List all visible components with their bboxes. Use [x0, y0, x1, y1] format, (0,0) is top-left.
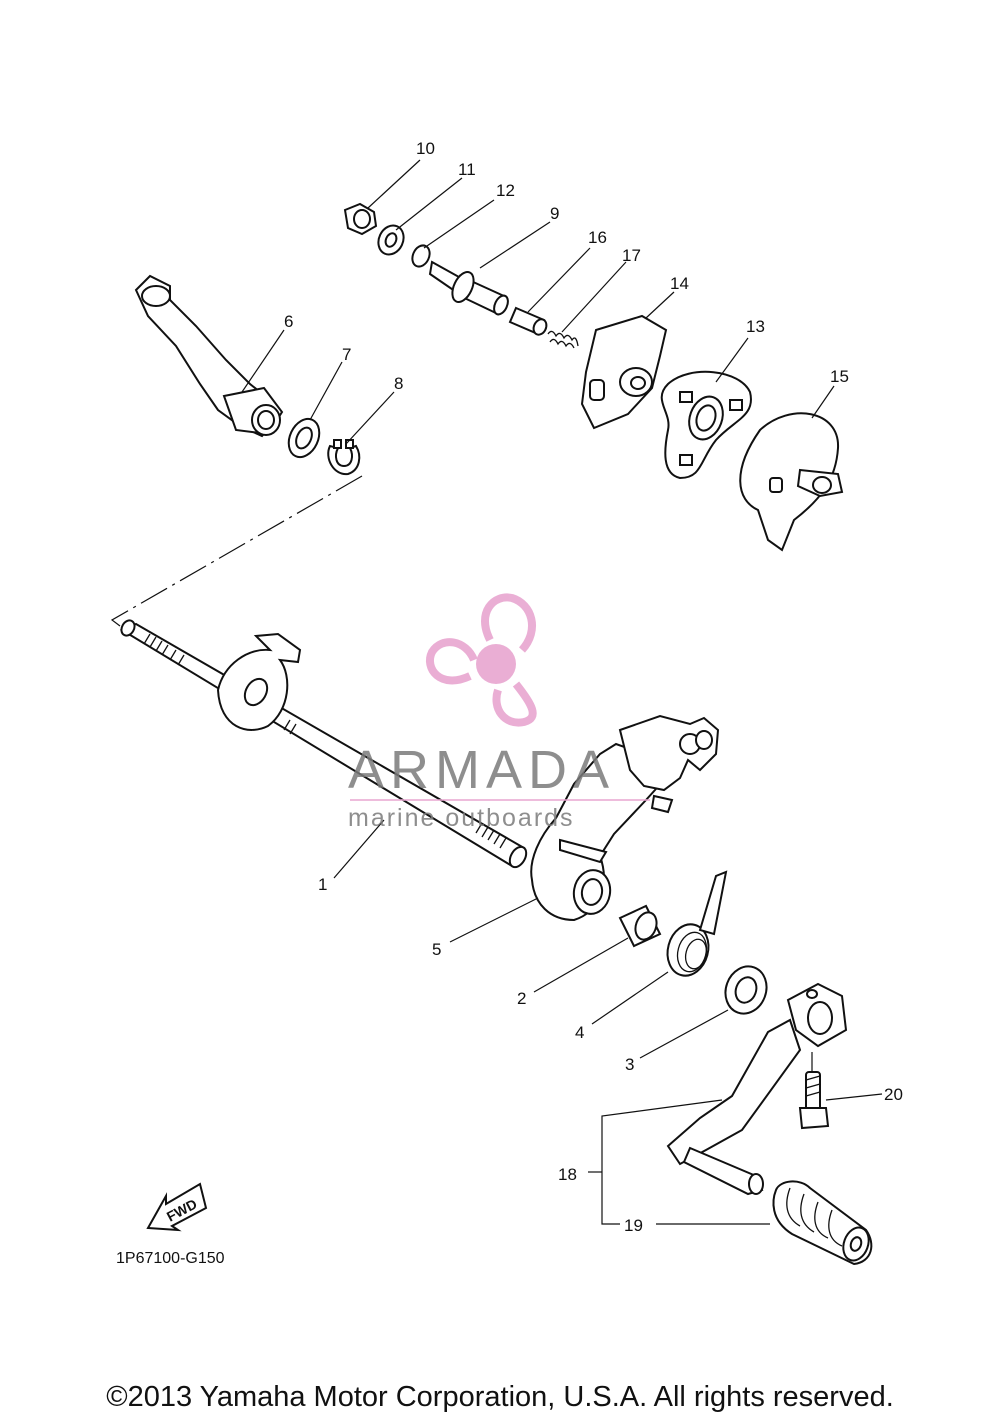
- callout-3: 3: [625, 1055, 634, 1074]
- leader-lines: [241, 159, 883, 1225]
- callout-15: 15: [830, 367, 849, 386]
- propeller-logo-icon: [426, 593, 537, 727]
- part-7-washer: [287, 417, 321, 459]
- part-11-washer: [377, 224, 405, 256]
- part-1-shift-shaft: [119, 619, 528, 869]
- diagram-code: 1P67100-G150: [116, 1250, 225, 1267]
- callout-14: 14: [670, 274, 689, 293]
- armada-watermark: ARMADA marine outboards: [348, 593, 650, 832]
- alignment-line: [110, 475, 363, 627]
- part-15-segment: [739, 412, 844, 552]
- part-13-plate: [660, 370, 752, 480]
- part-8-circlip: [327, 439, 361, 476]
- callout-10: 10: [416, 139, 435, 158]
- callout-11: 11: [458, 160, 476, 179]
- part-18-shift-pedal: [666, 982, 848, 1196]
- callout-12: 12: [496, 181, 515, 200]
- callout-13: 13: [746, 317, 765, 336]
- watermark-title: ARMADA: [348, 740, 615, 800]
- part-14-segment: [580, 314, 668, 430]
- callout-9: 9: [550, 204, 559, 223]
- callout-20: 20: [884, 1085, 903, 1104]
- callout-8: 8: [394, 374, 403, 393]
- part-6-shift-arm: [134, 274, 284, 438]
- copyright-notice: ©2013 Yamaha Motor Corporation, U.S.A. A…: [106, 1381, 894, 1413]
- part-20-bolt: [798, 1071, 830, 1130]
- callout-16: 16: [588, 228, 607, 247]
- part-2-bearing: [618, 904, 662, 948]
- part-5-shift-guide: [530, 714, 720, 922]
- callout-2: 2: [517, 989, 526, 1008]
- part-10-nut: [343, 202, 378, 236]
- callout-6: 6: [284, 312, 293, 331]
- part-9-bolt: [428, 260, 509, 316]
- callout-19: 19: [624, 1216, 643, 1235]
- part-3-oil-seal: [724, 965, 768, 1015]
- callout-17: 17: [622, 246, 641, 265]
- callout-5: 5: [432, 940, 441, 959]
- callout-1: 1: [318, 875, 327, 894]
- part-16-collar: [508, 306, 548, 336]
- part-19-footrest-rubber: [772, 1180, 873, 1266]
- callout-18: 18: [558, 1165, 577, 1184]
- part-17-spring: [547, 330, 579, 349]
- fwd-arrow-icon: FWD: [146, 1182, 208, 1232]
- callout-7: 7: [342, 345, 351, 364]
- callout-4: 4: [575, 1023, 584, 1042]
- callout-labels: 10 11 12 9 16 17 14 13 15 6 7 8 1 5 2 4 …: [284, 139, 903, 1235]
- part-12-o-ring: [411, 244, 431, 268]
- watermark-subtitle: marine outboards: [348, 804, 575, 832]
- part-4-torsion-spring: [666, 870, 728, 977]
